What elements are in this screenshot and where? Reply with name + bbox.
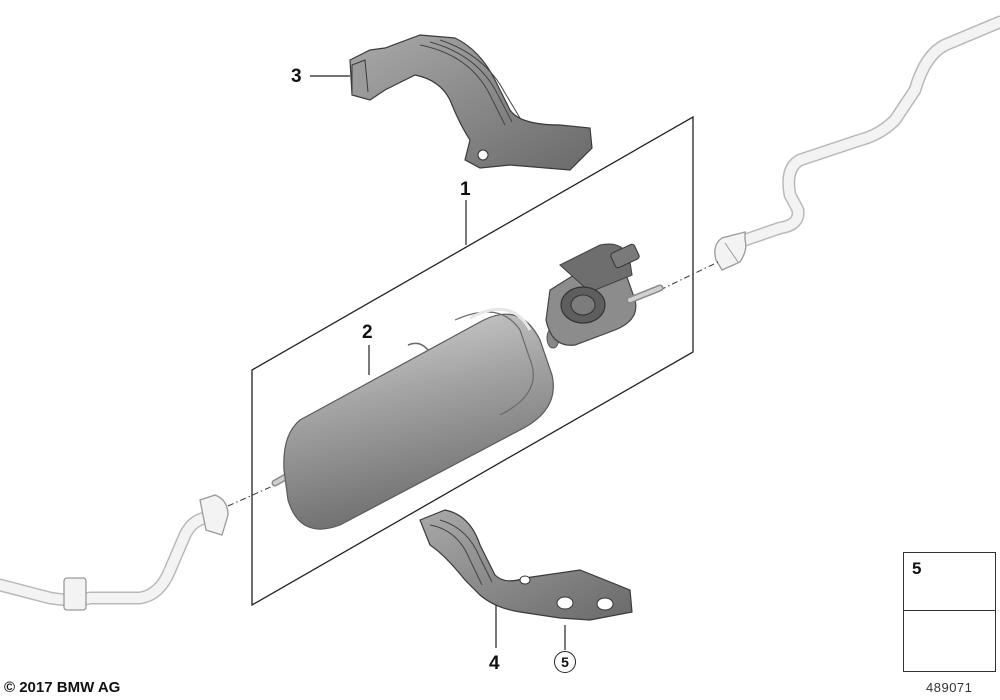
fuel-line-left bbox=[0, 494, 229, 611]
fuel-line-right bbox=[714, 15, 1000, 271]
callout-3: 3 bbox=[291, 66, 302, 87]
callout-1: 1 bbox=[460, 179, 471, 200]
alignment-line-left bbox=[227, 484, 276, 507]
pressure-valve bbox=[545, 243, 664, 346]
callout-4: 4 bbox=[489, 653, 500, 674]
callout-2: 2 bbox=[362, 322, 373, 343]
fuel-filter bbox=[271, 308, 560, 530]
upper-bracket bbox=[349, 34, 593, 171]
lower-bracket bbox=[419, 509, 633, 621]
inset-divider bbox=[904, 610, 995, 611]
alignment-line-right bbox=[659, 261, 719, 291]
inset-box: 5 bbox=[903, 552, 996, 672]
copyright-text: © 2017 BMW AG bbox=[4, 679, 121, 696]
callout-5-circled: 5 bbox=[554, 651, 576, 673]
assembly-frame bbox=[251, 115, 694, 607]
document-number: 489071 bbox=[926, 680, 973, 695]
inset-label: 5 bbox=[912, 559, 922, 578]
